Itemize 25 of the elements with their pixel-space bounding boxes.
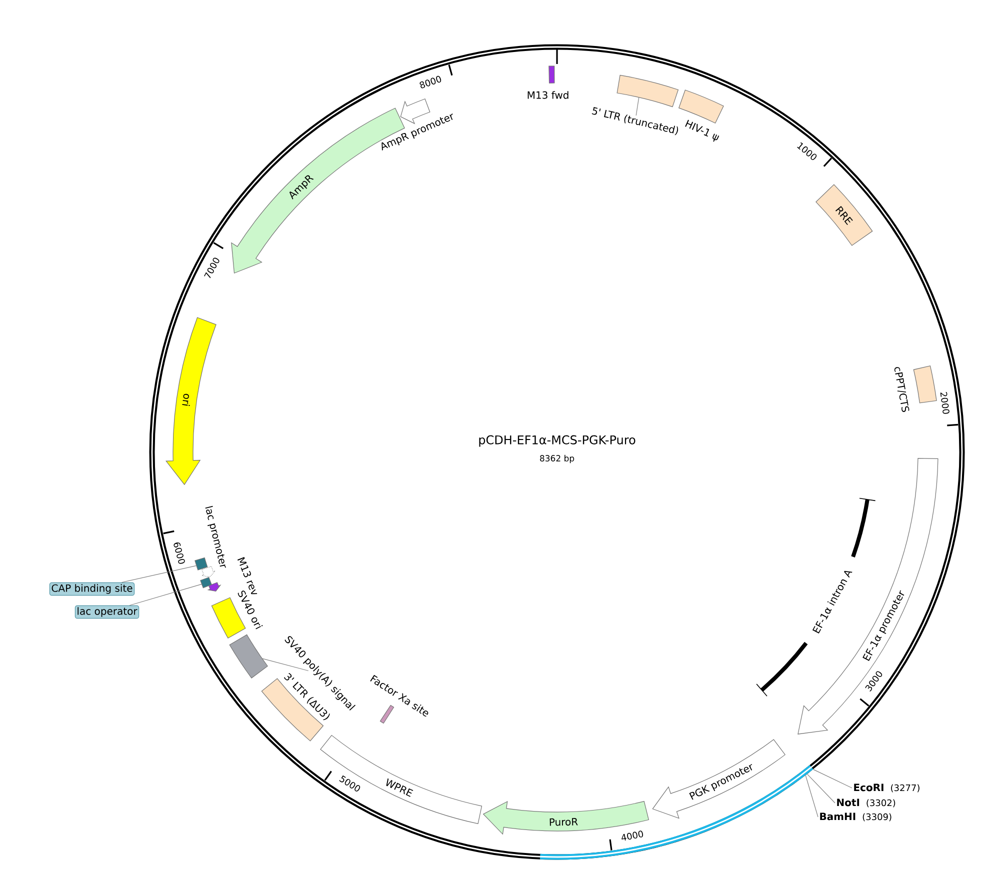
leader-line bbox=[807, 774, 836, 804]
feature-box bbox=[194, 557, 208, 570]
restriction-site-label: NotI (3302) bbox=[837, 798, 896, 808]
leader-line bbox=[121, 565, 197, 583]
callout-label: lac operator bbox=[74, 605, 140, 619]
feature-box bbox=[229, 634, 268, 678]
leader-line bbox=[262, 658, 309, 672]
leader-line bbox=[805, 775, 818, 818]
restriction-site-label: EcoRI (3277) bbox=[854, 784, 920, 792]
plasmid-size: 8362 bp bbox=[540, 454, 574, 464]
leader-line bbox=[636, 97, 640, 116]
feature-box bbox=[616, 74, 679, 108]
leader-line bbox=[813, 769, 852, 788]
position-label: 2000 bbox=[940, 392, 950, 414]
feature-box bbox=[200, 577, 212, 588]
position-label: 8000 bbox=[420, 76, 442, 88]
position-label: 6000 bbox=[174, 542, 185, 564]
restriction-site-label: BamHI (3309) bbox=[820, 812, 892, 822]
plasmid-title: pCDH-EF1α-MCS-PGK-Puro bbox=[479, 435, 636, 447]
feature-box: cPPT/CTS bbox=[894, 366, 937, 412]
highlighted-region bbox=[540, 764, 814, 860]
node-label: cPPT/CTS bbox=[894, 367, 910, 412]
callout-label: CAP binding site bbox=[49, 582, 135, 596]
leader-line bbox=[129, 584, 202, 606]
gene-feature: ori bbox=[166, 317, 216, 485]
